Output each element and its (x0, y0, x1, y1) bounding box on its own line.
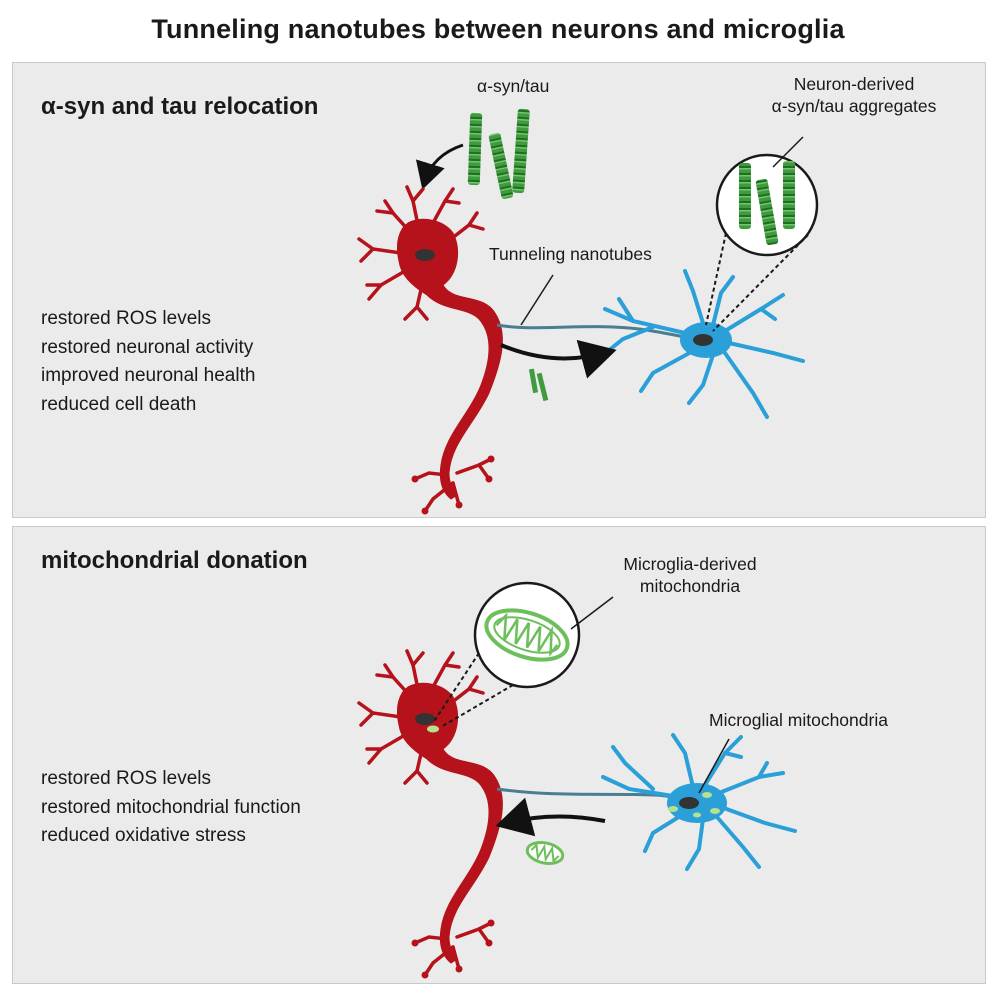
leader-line (698, 738, 730, 794)
neuron-derived-label: Neuron-derived α-syn/tau aggregates (749, 73, 959, 117)
microglial-mitochondria-label: Microglial mitochondria (709, 710, 888, 730)
microglia-derived-line-1: Microglia-derived (623, 554, 757, 574)
neuron-derived-line-2: α-syn/tau aggregates (771, 96, 937, 116)
microglia-derived-label: Microglia-derived mitochondria (595, 553, 785, 597)
fibril-icon (528, 368, 549, 402)
mitochondrion-icon (484, 608, 570, 662)
microglia-cell-icon (601, 269, 805, 419)
neuron-cell-icon (357, 649, 503, 979)
effects-list: restored ROS levels restored mitochondri… (41, 765, 301, 851)
effects-list: restored ROS levels restored neuronal ac… (41, 305, 255, 419)
effect-item: restored mitochondrial function (41, 796, 301, 818)
effect-item: reduced oxidative stress (41, 825, 246, 846)
leader-line (772, 136, 804, 168)
neuron-derived-line-1: Neuron-derived (793, 74, 915, 94)
panel-asyn-tau-relocation: α-syn and tau relocation α-syn/tau Neuro… (12, 62, 986, 518)
magnifier-circle-icon (432, 581, 581, 728)
nanotubes-label: Tunneling nanotubes (489, 244, 652, 264)
panel-heading: mitochondrial donation (41, 547, 308, 574)
arrow-icon (500, 339, 617, 379)
panel-heading: α-syn and tau relocation (41, 93, 319, 120)
effect-item: restored ROS levels (41, 308, 212, 329)
arrow-icon (495, 797, 606, 837)
figure-title: Tunneling nanotubes between neurons and … (151, 14, 845, 44)
fibril-icon (467, 108, 530, 199)
panel-mitochondrial-donation: mitochondrial donation Microglia-derived… (12, 526, 986, 984)
effect-item: reduced cell death (41, 393, 197, 415)
leader-line (570, 596, 614, 630)
effect-item: improved neuronal health (41, 365, 256, 386)
leader-line (520, 274, 554, 326)
asyn-tau-label: α-syn/tau (477, 76, 550, 96)
microglia-derived-line-2: mitochondria (639, 576, 741, 596)
magnifier-circle-icon (705, 153, 819, 332)
effect-item: restored ROS levels (41, 768, 212, 789)
panel-2-illustration (357, 581, 797, 979)
effect-item: restored neuronal activity (41, 336, 254, 358)
microglia-cell-icon (601, 733, 797, 871)
nanotube (496, 323, 686, 339)
neuron-cell-icon (357, 185, 503, 515)
mitochondrion-icon (525, 841, 565, 865)
arrow-icon (415, 143, 464, 190)
panel-1-illustration (357, 108, 819, 515)
